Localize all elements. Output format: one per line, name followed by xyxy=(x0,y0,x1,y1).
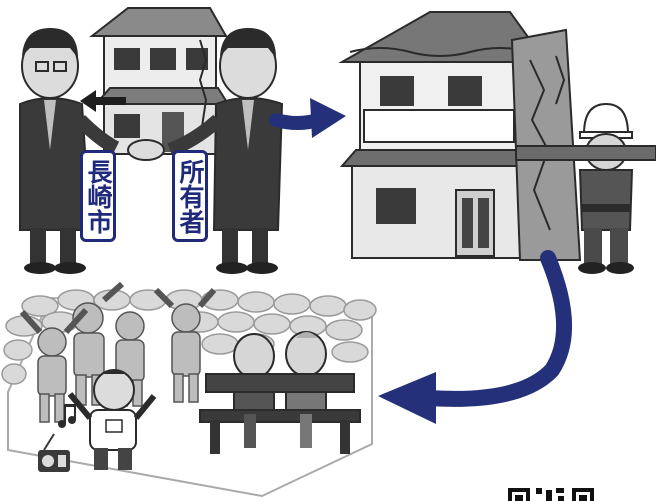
owner-label: 所有者 xyxy=(172,150,208,242)
bench-with-seniors xyxy=(199,331,361,454)
qr-code-icon xyxy=(508,488,594,501)
owner-figure xyxy=(167,28,284,274)
radio-icon xyxy=(38,433,70,472)
exercising-people xyxy=(19,281,217,470)
city-label-text: 長崎市 xyxy=(84,158,113,234)
owner-label-text: 所有者 xyxy=(176,158,205,234)
flow-arrow-right xyxy=(269,98,346,138)
demolition-worker xyxy=(515,102,656,274)
park-bushes xyxy=(1,289,377,385)
music-note-icon xyxy=(58,404,76,428)
handshake xyxy=(127,139,165,161)
vacant-house xyxy=(338,11,582,261)
city-label: 長崎市 xyxy=(80,150,116,242)
flow-arrow-curved xyxy=(378,250,572,424)
handover-arrow-icon xyxy=(80,90,126,112)
city-official-figure xyxy=(19,28,120,274)
